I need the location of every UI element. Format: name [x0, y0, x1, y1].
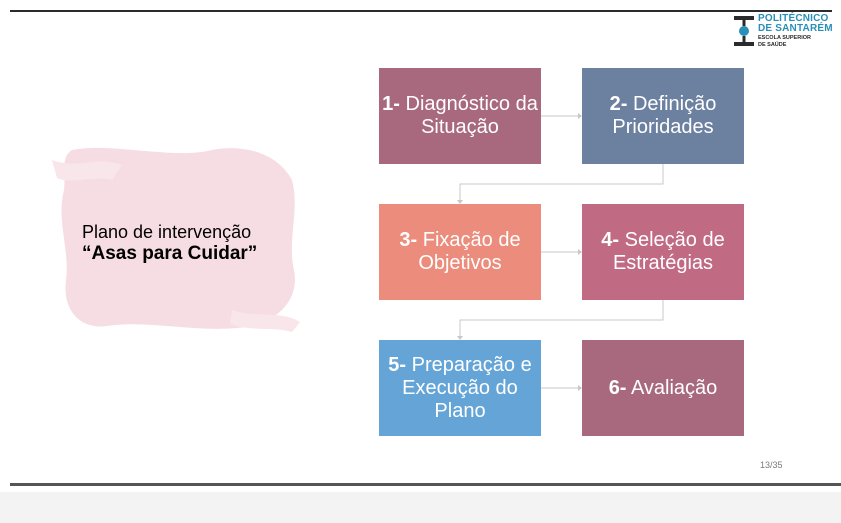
- step-label: Avaliação: [630, 376, 718, 399]
- logo-mark-icon: [734, 16, 754, 46]
- slide-bottom-divider: [10, 483, 841, 486]
- step-definicao-prioridades: 2- Definição Prioridades: [582, 68, 744, 164]
- plan-title: Plano de intervenção “Asas para Cuidar”: [82, 222, 292, 264]
- step-number: 2-: [609, 93, 628, 115]
- step-preparacao-execucao: 5- Preparação e Execução do Plano: [379, 340, 541, 436]
- step-avaliacao: 6- Avaliação: [582, 340, 744, 436]
- step-fixacao-objetivos: 3- Fixação de Objetivos: [379, 204, 541, 300]
- viewer-bottom-strip: [0, 492, 841, 523]
- step-number: 4-: [601, 229, 620, 251]
- step-number: 1-: [382, 93, 400, 115]
- step-selecao-estrategias: 4- Seleção de Estratégias: [582, 204, 744, 300]
- page-indicator: 13/35: [760, 460, 783, 470]
- step-number: 6-: [608, 376, 627, 399]
- step-label: Preparação e Execução do Plano: [402, 353, 532, 422]
- step-label: Seleção de Estratégias: [612, 229, 725, 274]
- plan-title-text: Plano de intervenção: [82, 222, 252, 242]
- step-number: 3-: [399, 229, 418, 251]
- brush-stroke-background: [52, 147, 300, 332]
- logo-line-1: POLITÉCNICO: [758, 13, 829, 24]
- logo-line-4: DE SAÚDE: [758, 42, 787, 48]
- step-label: Definição Prioridades: [612, 93, 717, 138]
- institution-logo: POLITÉCNICO DE SANTARÉM ESCOLA SUPERIOR …: [734, 14, 838, 60]
- step-label: Fixação de Objetivos: [418, 229, 521, 274]
- step-number: 5-: [388, 353, 407, 376]
- step-label: Diagnóstico da Situação: [405, 93, 538, 138]
- logo-line-2: DE SANTARÉM: [758, 23, 833, 34]
- logo-line-3: ESCOLA SUPERIOR: [758, 35, 811, 41]
- top-divider: [10, 10, 832, 12]
- logo-text: POLITÉCNICO DE SANTARÉM ESCOLA SUPERIOR …: [758, 13, 833, 49]
- step-diagnostico: 1- Diagnóstico da Situação: [379, 68, 541, 164]
- plan-subtitle: “Asas para Cuidar”: [82, 243, 258, 264]
